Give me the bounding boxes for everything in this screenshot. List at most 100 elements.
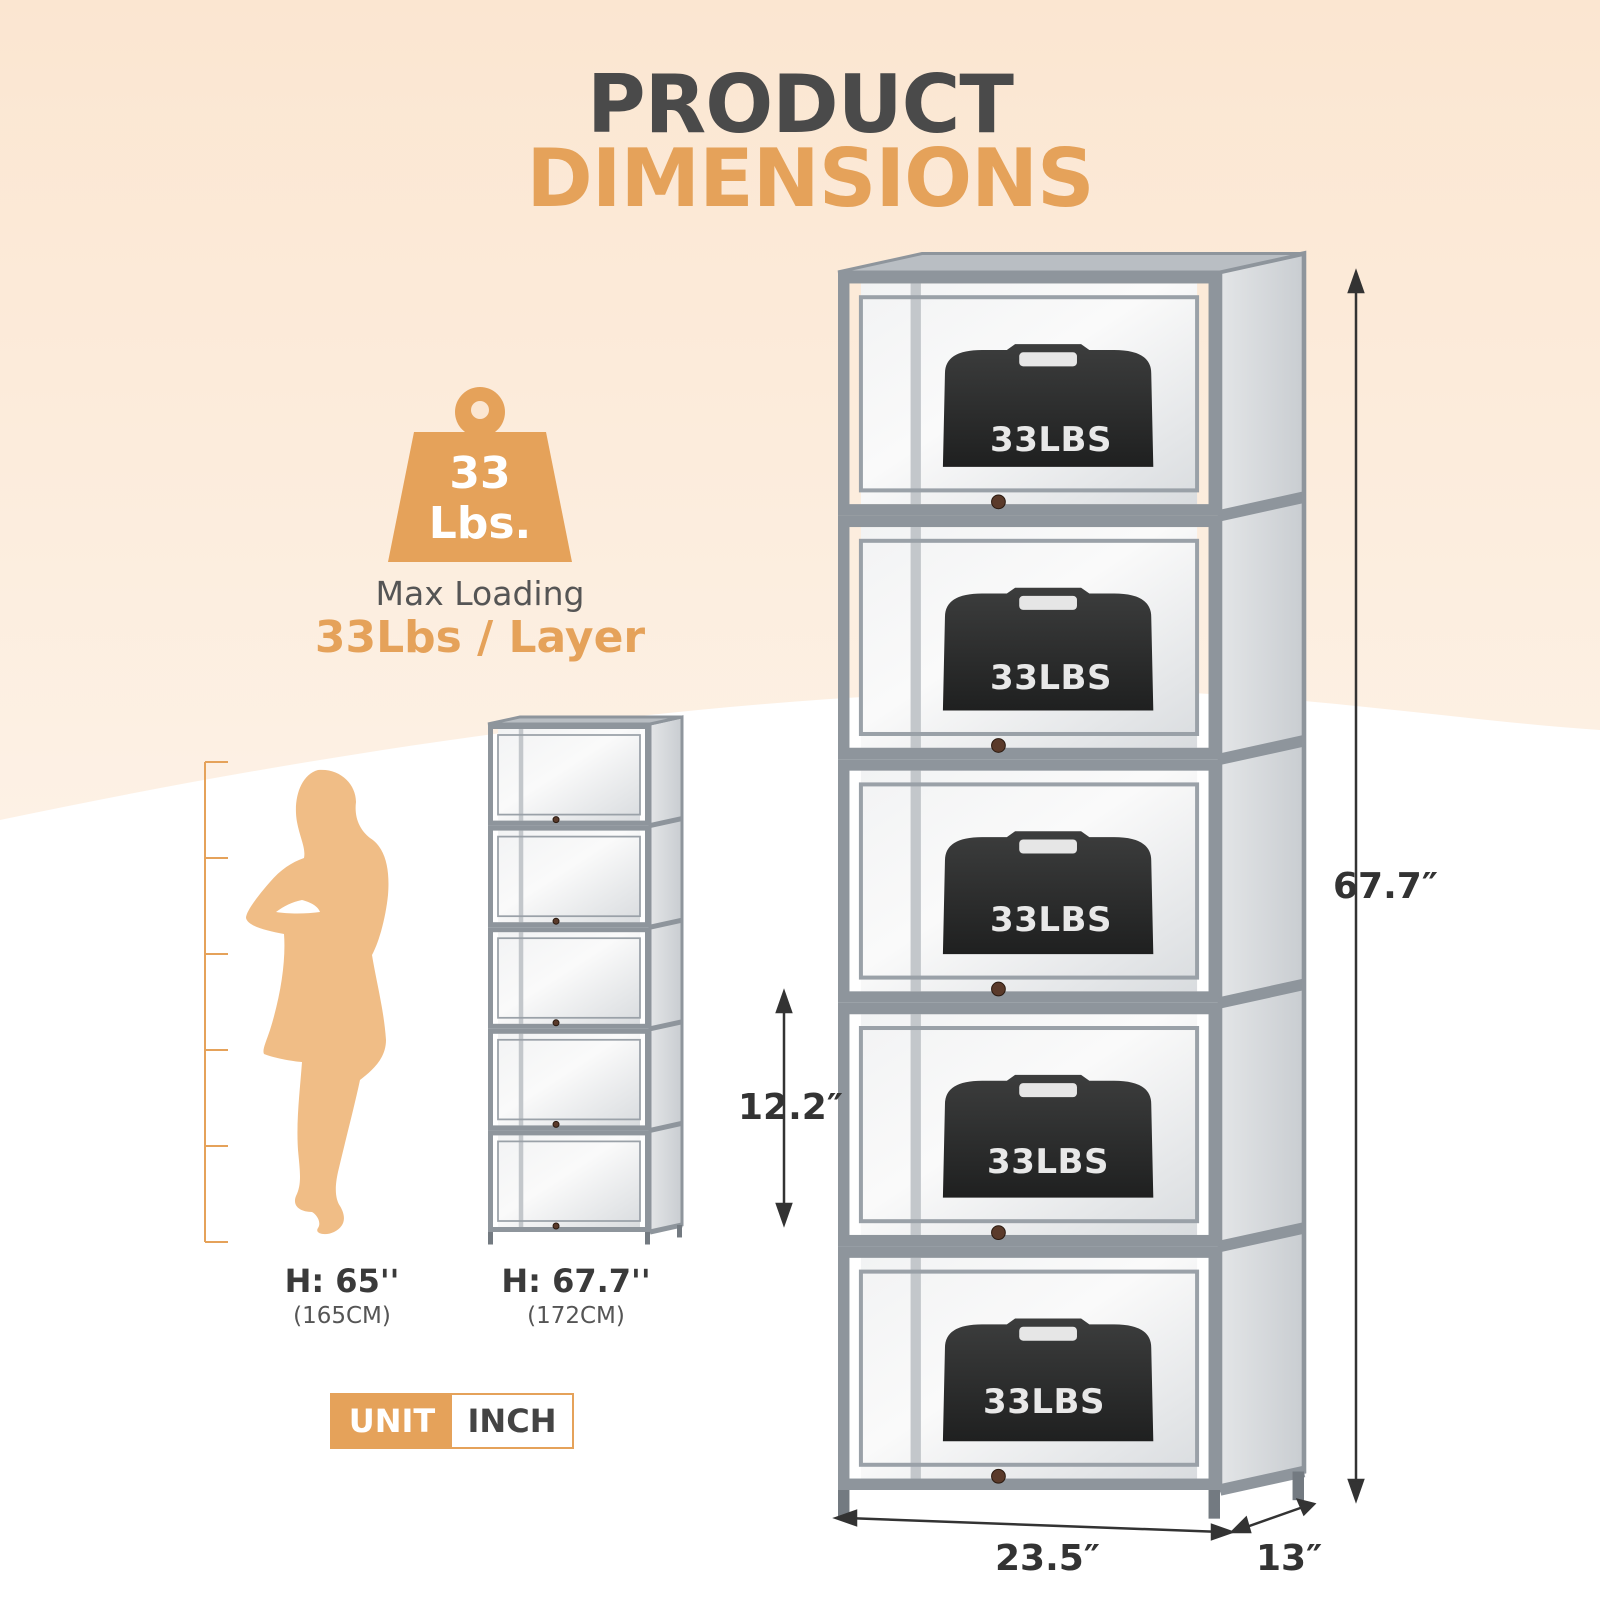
back-post [910, 770, 921, 992]
door-inner-frame [858, 1269, 1200, 1467]
unit-value: INCH [467, 1402, 557, 1440]
door-inner-frame [497, 835, 641, 918]
door-knob [991, 738, 1006, 753]
cabinet-leg [645, 1232, 650, 1245]
door-knob [552, 1019, 560, 1027]
door-knob [991, 1468, 1006, 1484]
shelf-edge [649, 917, 683, 930]
unit-label: UNIT [332, 1395, 452, 1447]
shelf-edge [1218, 978, 1306, 1009]
shelf-edge [649, 1019, 683, 1032]
weight-unit: Lbs. [428, 498, 532, 549]
door-knob [991, 1225, 1006, 1241]
cabinet-leg [488, 1232, 493, 1245]
dimension-lines [775, 268, 1365, 1541]
weight-handle-gap [1019, 1083, 1077, 1098]
cabinet-leg [838, 1490, 850, 1519]
back-post [518, 729, 524, 821]
weight-label: 33LBS [990, 420, 1112, 460]
shelf-edge [1218, 735, 1306, 765]
weight-label: 33LBS [990, 658, 1112, 698]
depth-label: 13″ [1256, 1538, 1323, 1579]
door-inner-frame [858, 782, 1200, 980]
weight-label: 33LBS [987, 1142, 1109, 1182]
door-frame [837, 515, 1220, 760]
max-loading-value: 33Lbs / Layer [314, 612, 646, 663]
door-frame [488, 724, 650, 826]
door-knob [552, 816, 560, 824]
cabinet-leg [1292, 1471, 1304, 1501]
door-knob [991, 494, 1006, 510]
weight-handle-gap [1019, 839, 1077, 854]
door-inner-frame [497, 1038, 641, 1121]
weight-handle-gap [1019, 1326, 1077, 1341]
weight-block [942, 1074, 1154, 1198]
door-inner-frame [497, 734, 641, 816]
person-height-cm: (165CM) [293, 1303, 391, 1329]
shelf-edge [1218, 1465, 1306, 1496]
door-frame [488, 1130, 650, 1233]
title-product: PRODUCT [587, 58, 1014, 151]
weight-block [942, 1318, 1154, 1442]
weight-handle-gap [1019, 595, 1077, 610]
back-post [910, 1014, 921, 1235]
shelf-edge [649, 1120, 683, 1133]
weight-label: 33LBS [983, 1382, 1105, 1422]
weight-block [942, 344, 1154, 467]
door-knob [552, 1120, 560, 1128]
max-loading-label: Max Loading [375, 574, 585, 613]
shelf-edge [1218, 491, 1306, 522]
door-frame [837, 1002, 1220, 1247]
back-post [910, 527, 921, 748]
cabinet-top [487, 715, 683, 726]
unit-badge: UNIT INCH [330, 1393, 574, 1449]
weight-icon [388, 387, 572, 562]
back-post [910, 1257, 921, 1479]
door-frame [488, 825, 650, 928]
cabinet-height: H: 67.7'' [501, 1262, 651, 1300]
total-height-label: 67.7″ [1333, 866, 1438, 907]
door-inner-frame [858, 538, 1200, 736]
width-label: 23.5″ [995, 1538, 1100, 1579]
door-inner-frame [858, 295, 1200, 493]
door-frame [837, 759, 1220, 1003]
person-height: H: 65'' [284, 1262, 400, 1300]
back-post [518, 830, 524, 923]
person-silhouette [246, 769, 389, 1235]
door-frame [488, 927, 650, 1029]
door-frame [837, 272, 1220, 516]
door-knob [552, 917, 560, 925]
door-knob [552, 1222, 560, 1230]
door-frame [488, 1028, 650, 1131]
shelf-edge [1218, 1222, 1306, 1252]
back-post [518, 1033, 524, 1126]
door-inner-frame [497, 937, 641, 1019]
cabinet-side-panel [1217, 250, 1307, 1493]
cabinet-top [837, 252, 1305, 274]
weight-value: 33 [449, 448, 511, 499]
shelf-height-label: 12.2″ [738, 1087, 843, 1128]
back-post [910, 283, 921, 505]
cabinet-height-cm: (172CM) [527, 1303, 625, 1329]
back-post [518, 1135, 524, 1227]
shelf-edge [649, 1222, 683, 1235]
background-band [0, 0, 1600, 820]
shelf-edge [649, 816, 683, 829]
small-cabinet [487, 715, 684, 1245]
cabinet-leg [677, 1224, 682, 1238]
height-scale [204, 761, 228, 1243]
weight-block [942, 587, 1154, 711]
title-dimensions: DIMENSIONS [526, 132, 1094, 225]
door-frame [837, 1246, 1220, 1491]
cabinet-leg [1208, 1490, 1220, 1519]
weight-label: 33LBS [990, 900, 1112, 940]
large-cabinet [837, 250, 1307, 1519]
weight-handle-gap [1019, 352, 1077, 367]
cabinet-side-panel [648, 715, 684, 1234]
door-inner-frame [858, 1026, 1200, 1224]
back-post [518, 932, 524, 1024]
door-knob [991, 981, 1006, 997]
weight-block [942, 831, 1154, 955]
